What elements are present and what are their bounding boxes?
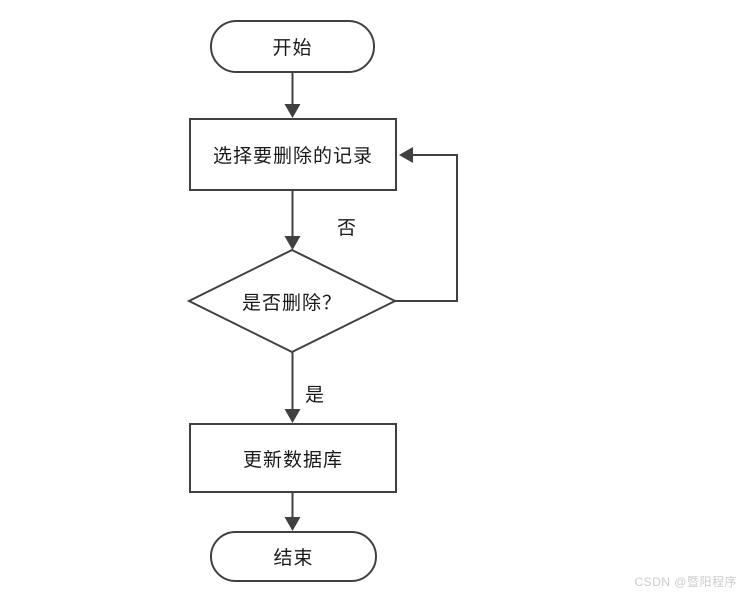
edge-label-yes: 是	[304, 385, 326, 406]
arrowhead-decision-to-update	[284, 409, 301, 423]
node-start-label: 开始	[272, 38, 313, 59]
csdn-watermark: CSDN @暨阳程序	[634, 575, 737, 589]
arrowhead-loop-to-select	[399, 147, 413, 163]
arrowhead-update-to-end	[284, 517, 301, 531]
node-select-records: 选择要删除的记录	[189, 118, 397, 191]
node-end-label: 结束	[273, 548, 314, 569]
node-end: 结束	[210, 531, 377, 582]
arrowhead-select-to-decision	[284, 236, 301, 250]
node-decision: 是否删除？	[189, 250, 395, 352]
loop-decision-to-select	[395, 154, 458, 302]
node-start: 开始	[210, 20, 375, 73]
node-update-database-label: 更新数据库	[242, 449, 343, 471]
node-select-records-label: 选择要删除的记录	[212, 146, 373, 167]
arrowhead-start-to-select	[284, 104, 301, 118]
node-decision-label: 是否删除？	[241, 292, 342, 314]
edge-label-no: 否	[336, 218, 358, 239]
node-update-database: 更新数据库	[189, 423, 397, 493]
